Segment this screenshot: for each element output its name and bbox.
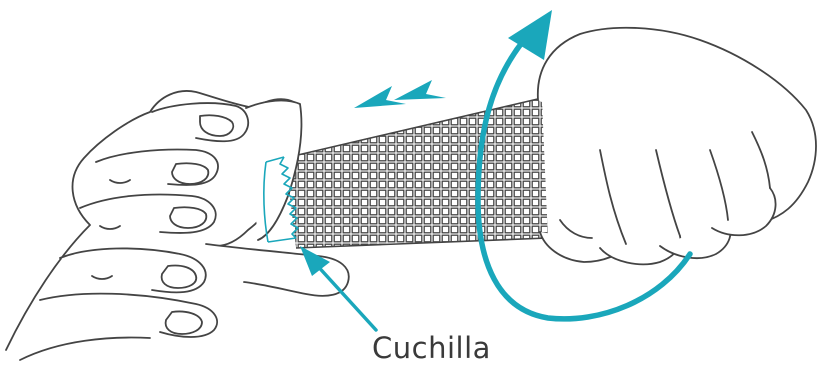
- double-chevron-left-icon: [354, 80, 446, 108]
- blade-label: Cuchilla: [372, 334, 491, 363]
- mesh-tube: [285, 98, 548, 248]
- right-hand: [538, 28, 816, 265]
